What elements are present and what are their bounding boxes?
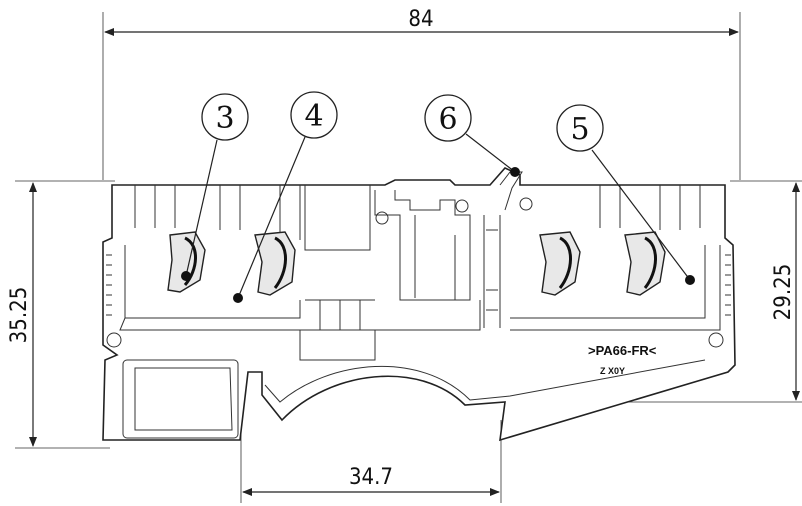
- callout-5: 5: [556, 104, 695, 285]
- leader-6: [465, 133, 516, 173]
- material-marking: >PA66-FR<: [588, 343, 657, 358]
- callout-label-5: 5: [570, 112, 589, 147]
- clamp-2: [254, 231, 296, 296]
- test-pin: [499, 171, 523, 211]
- center-hole-right: [519, 197, 533, 211]
- center-hole-mid: [455, 199, 469, 213]
- leader-4: [237, 136, 306, 299]
- top-ribs-left: [134, 185, 371, 251]
- callout-label-3: 3: [215, 101, 234, 136]
- callout-circle-6: [424, 94, 472, 142]
- center-mechanism: [374, 190, 471, 301]
- leader-5: [591, 149, 691, 281]
- callout-circle-4: [290, 91, 338, 139]
- side-hole-right: [708, 332, 724, 348]
- dimension-width: 84: [102, 7, 741, 180]
- callout-4: 4: [233, 91, 338, 303]
- clamp-1: [167, 231, 206, 293]
- height-right-label: 29.25: [771, 264, 796, 321]
- mounting-foot: [122, 359, 239, 439]
- leader-3: [185, 139, 218, 277]
- callout-3: 3: [181, 93, 249, 281]
- bottom-grip: [299, 299, 376, 361]
- width-label: 84: [408, 7, 433, 32]
- dimension-height-left: 35.25: [7, 180, 115, 449]
- dimension-rail: 34.7: [240, 395, 502, 503]
- callout-label-6: 6: [438, 102, 457, 137]
- clamp-4: [624, 231, 666, 296]
- center-slot: [483, 215, 501, 328]
- leader-dot-3: [181, 271, 191, 281]
- leader-dot-6: [510, 167, 520, 177]
- height-left-label: 35.25: [7, 287, 32, 344]
- housing-outline: [102, 167, 736, 442]
- callout-6: 6: [424, 94, 520, 177]
- clamp-3: [539, 231, 581, 296]
- leader-dot-5: [685, 275, 695, 285]
- callout-circle-3: [201, 93, 249, 141]
- base-rail: [264, 359, 706, 403]
- dimension-height-right: 29.25: [500, 180, 802, 403]
- callout-label-4: 4: [304, 99, 323, 134]
- rail-label: 34.7: [349, 465, 393, 490]
- side-ribs-left: [106, 254, 112, 316]
- center-hole-left: [375, 211, 389, 225]
- side-hole-left: [106, 332, 122, 348]
- code-marking: Z X0Y: [600, 366, 625, 376]
- top-ribs-right: [599, 185, 701, 230]
- foot-guide: [134, 367, 233, 431]
- side-ribs-right: [725, 254, 731, 316]
- leader-dot-4: [233, 293, 243, 303]
- terminal-block: >PA66-FR< Z X0Y: [102, 167, 736, 442]
- callout-circle-5: [556, 104, 604, 152]
